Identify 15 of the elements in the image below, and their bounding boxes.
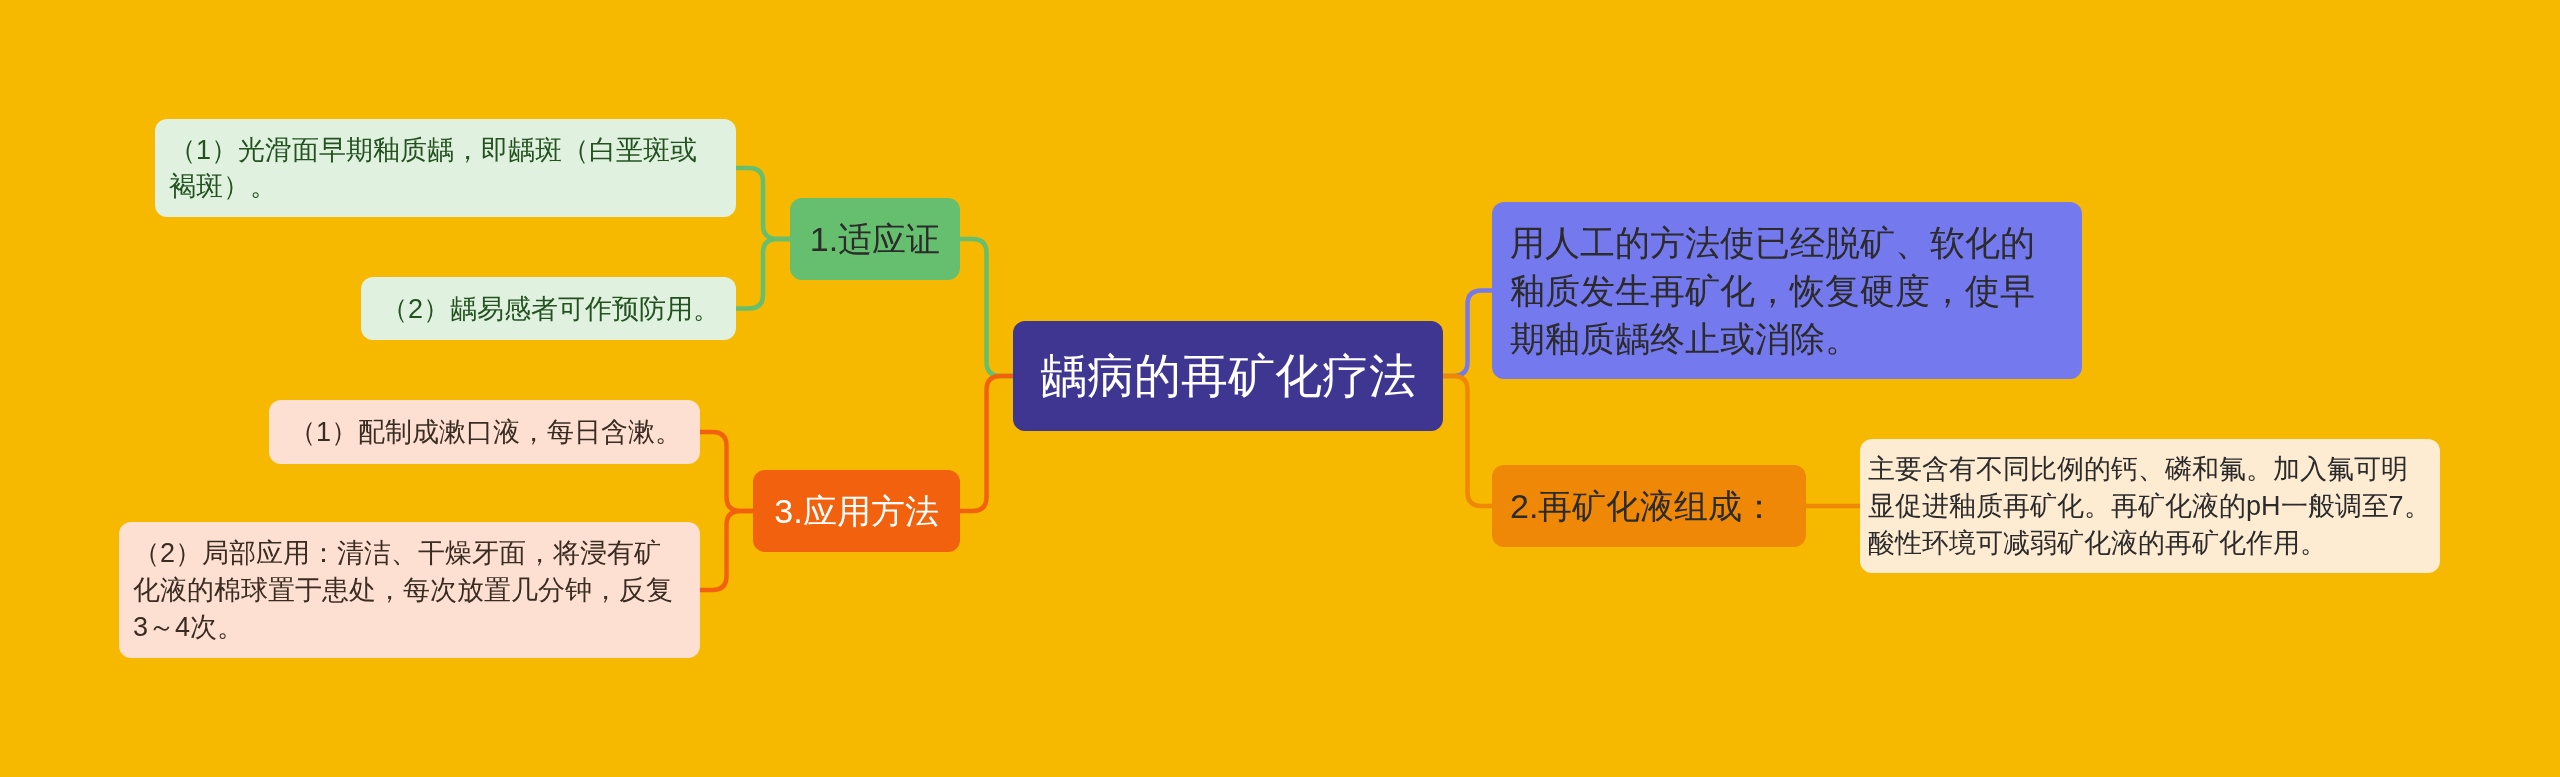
central-topic-box: 龋病的再矿化疗法	[1013, 321, 1443, 431]
connector-line	[700, 508, 753, 593]
connector-line	[960, 373, 1013, 514]
note-box: （1）光滑面早期釉质龋，即龋斑（白垩斑或褐斑）。	[155, 119, 736, 217]
connector-line	[1443, 373, 1492, 509]
topic-box: 用人工的方法使已经脱矿、软化的釉质发生再矿化，恢复硬度，使早期釉质龋终止或消除。	[1492, 202, 2082, 379]
connector-line	[736, 236, 790, 311]
note-box: （2）龋易感者可作预防用。	[361, 277, 736, 340]
note-box: 主要含有不同比例的钙、磷和氟。加入氟可明显促进釉质再矿化。再矿化液的pH一般调至7。酸性环境可减弱矿化液的再矿化作用。	[1860, 439, 2440, 573]
note-box: （1）配制成漱口液，每日含漱。	[269, 400, 700, 464]
connector-line	[1806, 503, 1860, 509]
topic-box: 3.应用方法	[753, 470, 960, 552]
topic-box: 1.适应证	[790, 198, 960, 280]
note-box: （2）局部应用：清洁、干燥牙面，将浸有矿化液的棉球置于患处，每次放置几分钟，反复3～4次。	[119, 522, 700, 658]
topic-box: 2.再矿化液组成：	[1492, 465, 1806, 547]
